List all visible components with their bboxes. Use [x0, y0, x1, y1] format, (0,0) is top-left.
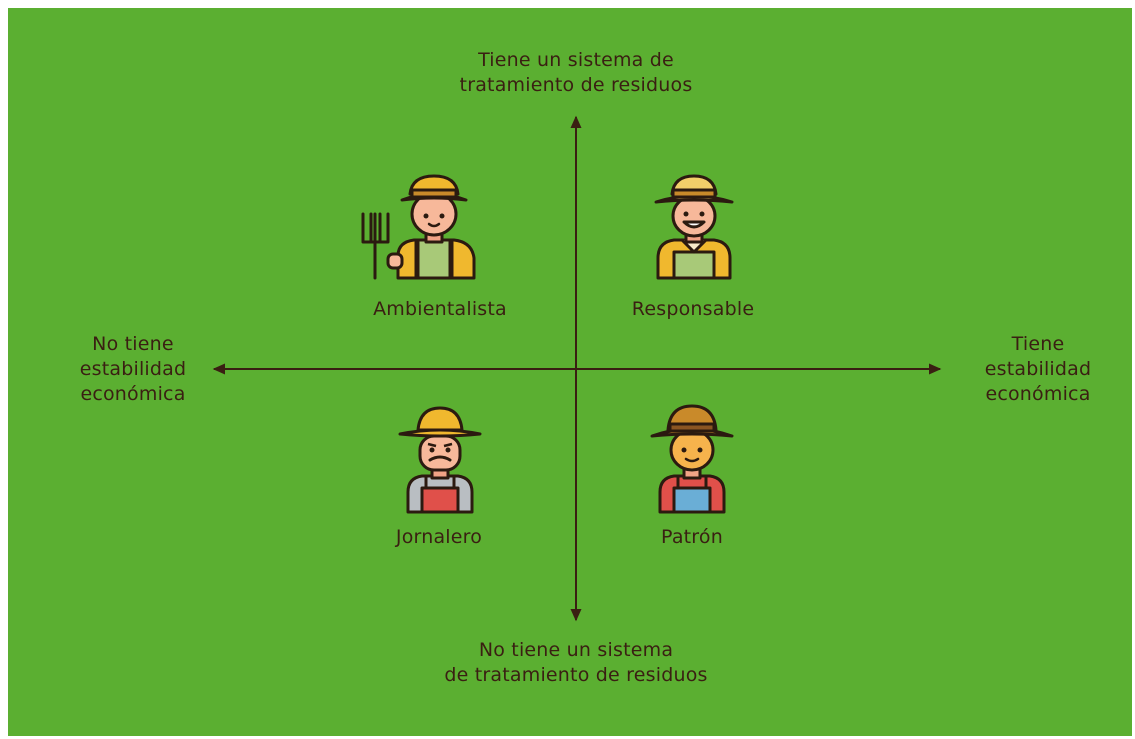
young-farmer-icon — [650, 404, 734, 514]
smiling-farmer-icon — [654, 174, 734, 280]
farmer-with-mustache-icon — [398, 406, 482, 514]
farmer-with-pitchfork-icon — [361, 174, 476, 280]
quadrant-label-bottom-left: Jornalero — [395, 526, 483, 548]
quadrant-label-top-right: Responsable — [631, 298, 755, 320]
quadrant-label-top-left: Ambientalista — [373, 298, 507, 320]
quadrant-label-bottom-right: Patrón — [661, 526, 723, 548]
